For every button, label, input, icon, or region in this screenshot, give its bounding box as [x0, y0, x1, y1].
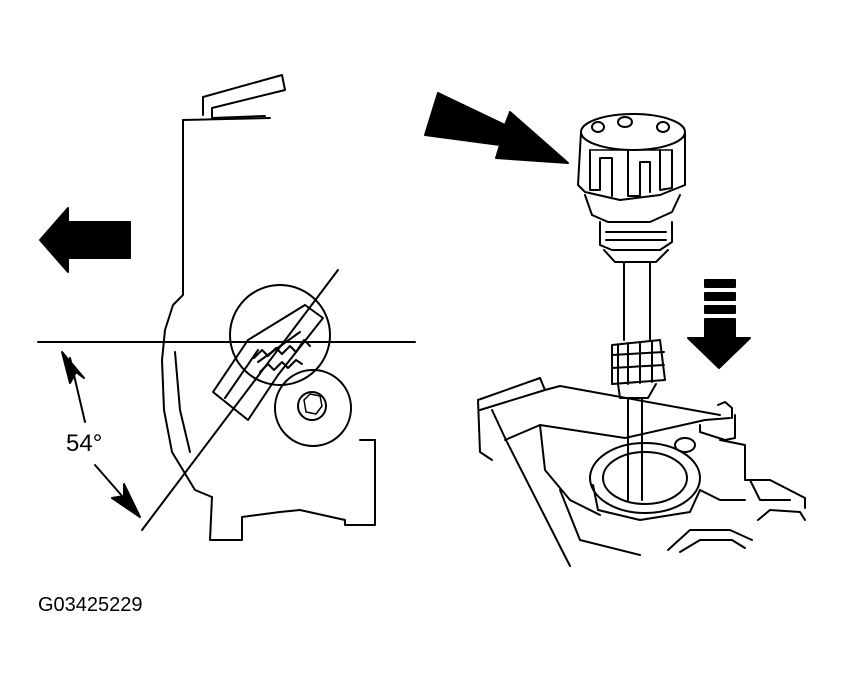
insertion-arrow [424, 92, 569, 164]
bolt-boss [274, 369, 352, 447]
figure-code: G03425229 [38, 594, 143, 616]
drive-gear-circle [212, 284, 331, 421]
engine-block [477, 377, 806, 567]
socket-tool [577, 113, 686, 501]
angle-label: 54° [66, 430, 103, 457]
downward-arrow [687, 279, 751, 369]
left-direction-arrow [39, 207, 131, 273]
housing-outline [161, 74, 376, 541]
angle-dimension [61, 351, 141, 518]
angled-axis-line [141, 269, 339, 531]
